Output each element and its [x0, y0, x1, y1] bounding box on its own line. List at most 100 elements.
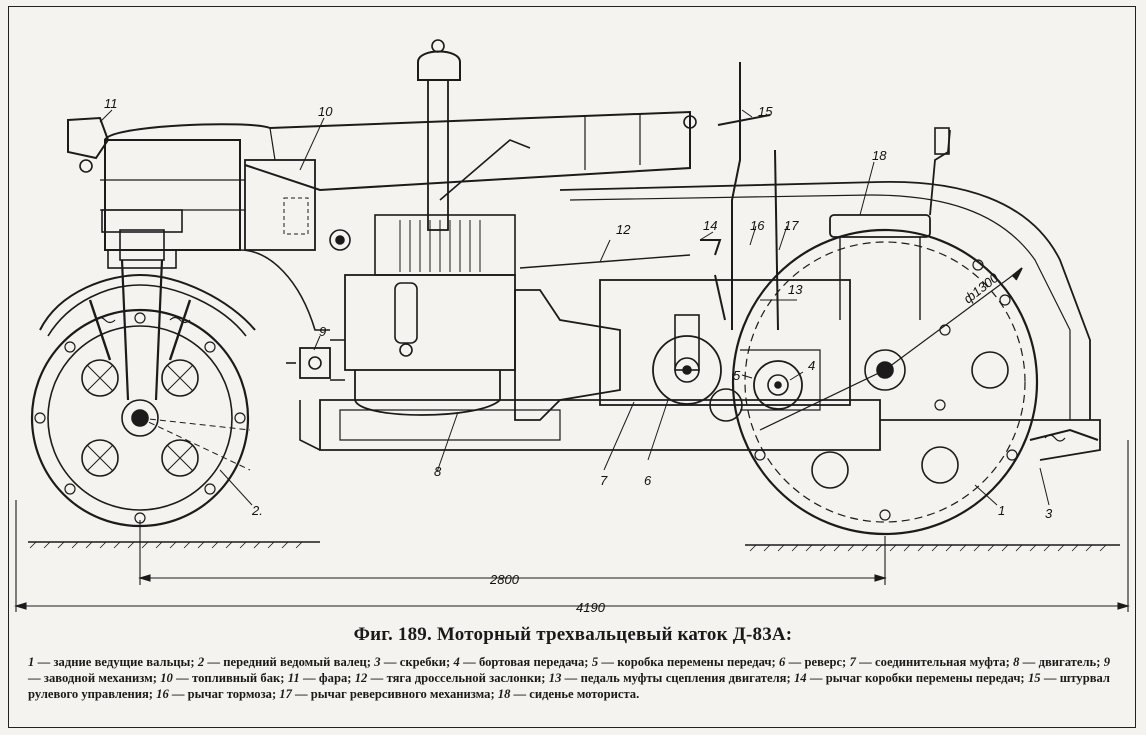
- callout-18: 18: [872, 148, 887, 163]
- dimension-lines: [14, 440, 1130, 612]
- legend-item-number: 12: [354, 671, 368, 685]
- cab-frame: [559, 180, 1091, 420]
- legend-item-text: — фара;: [299, 671, 355, 685]
- legend-item: 4 — бортовая передача;: [454, 655, 592, 669]
- legend-item-number: 18: [497, 687, 511, 701]
- callout-10: 10: [318, 104, 333, 119]
- legend-item-number: 15: [1027, 671, 1041, 685]
- chassis-frame: [299, 399, 1101, 461]
- figure-caption: Фиг. 189. Моторный трехвальцевый каток Д…: [353, 624, 793, 645]
- front-body: [100, 139, 330, 331]
- front-roller: [30, 308, 251, 528]
- callout-13: 13: [788, 282, 803, 297]
- callout-1: 1: [998, 503, 1005, 518]
- legend-item-number: 7: [849, 655, 856, 669]
- legend-item-number: 10: [160, 671, 173, 685]
- front-fork: [101, 209, 183, 401]
- legend-item-text: — реверс;: [785, 655, 850, 669]
- legend-item-number: 16: [156, 687, 169, 701]
- hood: [104, 110, 697, 192]
- legend-item-text: — заводной механизм;: [28, 671, 161, 685]
- legend-item: 11 — фара;: [288, 671, 355, 685]
- front-roller-holes: [81, 359, 199, 477]
- legend-item: 16 — рычаг тормоза;: [156, 687, 279, 701]
- front-scraper: [39, 273, 256, 361]
- legend-item-number: 11: [287, 671, 300, 685]
- callout-17: 17: [784, 218, 799, 233]
- callout-12: 12: [616, 222, 631, 237]
- legend-item-number: 8: [1013, 655, 1020, 669]
- legend-item-number: 3: [374, 655, 381, 669]
- figure-frame: [8, 6, 1136, 728]
- callout-11: 11: [104, 96, 118, 111]
- callout-16: 16: [750, 218, 765, 233]
- starting-mechanism: [286, 347, 331, 379]
- legend-item-text: — рычаг тормоза;: [168, 687, 280, 701]
- roller-drawing: ф1300 2800 4190 1 2. 3 4 5 6 7 8 9 10 11…: [14, 39, 1130, 615]
- legend-item-text: — педаль муфты сцепления двигателя;: [561, 671, 794, 685]
- legend-item-number: 13: [548, 671, 562, 685]
- legend-item-text: — соединительная муфта;: [855, 655, 1014, 669]
- legend-item-text: — бортовая передача;: [459, 655, 592, 669]
- control-levers: [700, 62, 779, 331]
- legend-item-text: — сиденье моториста.: [510, 687, 640, 701]
- callout-8: 8: [434, 464, 442, 479]
- figure-legend: 1 — задние ведущие вальцы; 2 — передний …: [28, 654, 1110, 702]
- legend-item: 14 — рычаг коробки перемены передач;: [794, 671, 1028, 685]
- legend-item: 10 — топливный бак;: [160, 671, 288, 685]
- legend-item: 3 — скребки;: [374, 655, 453, 669]
- legend-item-text: — передний ведомый валец;: [204, 655, 375, 669]
- rear-roller: [731, 228, 1039, 536]
- legend-item-text: — штурвал рулевого управления;: [28, 671, 1110, 701]
- legend-item: 1 — задние ведущие вальцы;: [28, 655, 198, 669]
- legend-item-text: — двигатель;: [1019, 655, 1104, 669]
- callout-15: 15: [758, 104, 773, 119]
- legend-item-number: 1: [28, 655, 35, 669]
- ground-lines: [28, 541, 1120, 552]
- legend-item: 12 — тяга дроссельной заслонки;: [355, 671, 549, 685]
- legend-item: 6 — реверс;: [779, 655, 850, 669]
- callout-leaders: [99, 109, 1050, 506]
- legend-item: 7 — соединительная муфта;: [850, 655, 1014, 669]
- dimension-wheelbase: 2800: [489, 572, 520, 587]
- legend-item: 5 — коробка перемены передач;: [592, 655, 779, 669]
- callout-5: 5: [733, 368, 741, 383]
- callout-6: 6: [644, 473, 652, 488]
- callout-9: 9: [319, 324, 326, 339]
- headlight: [67, 116, 110, 173]
- legend-item-text: — скребки;: [380, 655, 454, 669]
- legend-item-number: 17: [279, 687, 292, 701]
- legend-item-number: 2: [197, 655, 205, 669]
- callout-4: 4: [808, 358, 815, 373]
- legend-item-text: — тяга дроссельной заслонки;: [367, 671, 549, 685]
- legend-item-number: 9: [1103, 655, 1110, 669]
- engine: [329, 214, 516, 416]
- throttle-rod: [439, 139, 691, 269]
- callout-7: 7: [600, 473, 608, 488]
- callout-3: 3: [1045, 506, 1053, 521]
- dimension-overall-length: 4190: [576, 600, 606, 615]
- callout-2: 2.: [251, 503, 263, 518]
- legend-item-number: 4: [453, 655, 460, 669]
- legend-item: 13 — педаль муфты сцепления двигателя;: [549, 671, 794, 685]
- air-filter-stack: [417, 39, 461, 231]
- legend-item: 15 — штурвал рулевого управления;: [28, 671, 1110, 701]
- callout-14: 14: [703, 218, 717, 233]
- legend-item-text: — рычаг реверсивного механизма;: [291, 687, 498, 701]
- transmission: [514, 279, 851, 422]
- legend-item: 9 — заводной механизм;: [28, 655, 1110, 685]
- legend-item-number: 14: [793, 671, 807, 685]
- legend-item: 17 — рычаг реверсивного механизма;: [279, 687, 498, 701]
- legend-item-text: — топливный бак;: [172, 671, 288, 685]
- legend-item-number: 6: [778, 655, 786, 669]
- rear-scraper: [1029, 428, 1099, 442]
- legend-item-number: 5: [591, 655, 599, 669]
- legend-item: 8 — двигатель;: [1013, 655, 1104, 669]
- legend-item: 2 — передний ведомый валец;: [198, 655, 374, 669]
- callout-numbers: 1 2. 3 4 5 6 7 8 9 10 11 12 13 14 15 16 …: [104, 96, 1053, 521]
- legend-item: 18 — сиденье моториста.: [498, 687, 639, 701]
- rear-roller-holes: [811, 351, 1009, 489]
- operator-seat: [829, 127, 951, 320]
- legend-item-text: — коробка перемены передач;: [598, 655, 779, 669]
- legend-item-text: — рычаг коробки перемены передач;: [806, 671, 1028, 685]
